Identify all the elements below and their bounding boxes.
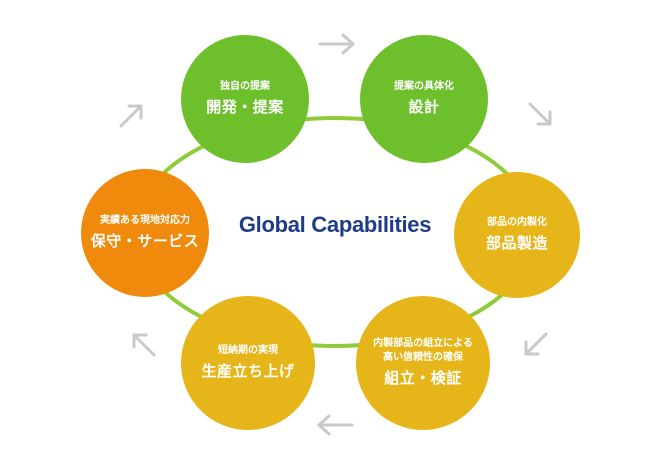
node-service: 実績ある現地対応力 保守・サービス bbox=[81, 169, 209, 297]
node-service-sub: 実績ある現地対応力 bbox=[100, 215, 190, 226]
node-design-sub: 提案の具体化 bbox=[394, 81, 454, 92]
arrow-down-right-icon bbox=[528, 102, 552, 126]
arrow-right-icon bbox=[318, 33, 355, 55]
node-assembly-sub: 内製部品の組立による bbox=[373, 338, 473, 349]
node-design: 提案の具体化 設計 bbox=[360, 35, 488, 163]
node-development-sub: 独自の提案 bbox=[220, 81, 270, 92]
arrow-up-right-icon bbox=[119, 104, 143, 128]
node-parts: 部品の内製化 部品製造 bbox=[454, 172, 580, 298]
node-design-main: 設計 bbox=[408, 98, 440, 116]
node-development: 独自の提案 開発・提案 bbox=[181, 35, 309, 163]
node-startup: 短納期の実現 生産立ち上げ bbox=[181, 296, 315, 430]
node-startup-main: 生産立ち上げ bbox=[201, 362, 295, 380]
node-assembly-main: 組立・検証 bbox=[384, 369, 462, 387]
arrow-up-left-icon bbox=[132, 333, 156, 357]
node-parts-main: 部品製造 bbox=[485, 234, 548, 252]
node-assembly: 内製部品の組立による 高い信頼性の確保 組立・検証 bbox=[356, 296, 490, 430]
node-service-main: 保守・サービス bbox=[90, 232, 200, 250]
node-startup-sub: 短納期の実現 bbox=[218, 345, 278, 356]
node-assembly-sub2: 高い信頼性の確保 bbox=[383, 352, 463, 363]
node-development-main: 開発・提案 bbox=[206, 98, 284, 116]
arrow-left-icon bbox=[317, 414, 354, 436]
diagram-title: Global Capabilities bbox=[238, 212, 432, 237]
arrow-down-left-icon bbox=[524, 332, 548, 356]
node-parts-sub: 部品の内製化 bbox=[487, 217, 547, 228]
